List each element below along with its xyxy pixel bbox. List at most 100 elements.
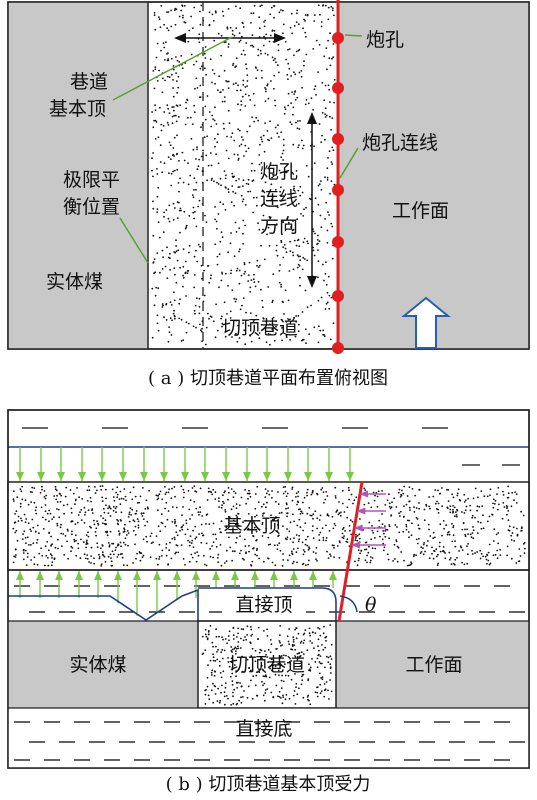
texture-dot	[448, 531, 450, 533]
texture-dot	[496, 549, 499, 552]
texture-dot	[358, 533, 361, 536]
texture-dot	[182, 488, 185, 491]
texture-dot	[432, 557, 435, 560]
texture-dot	[279, 634, 281, 636]
texture-dot	[251, 44, 254, 47]
texture-dot	[280, 9, 282, 11]
texture-dot	[84, 514, 86, 516]
texture-dot	[464, 533, 467, 536]
texture-dot	[263, 682, 266, 685]
force-arrow-head	[290, 571, 298, 580]
texture-dot	[516, 527, 518, 530]
texture-dot	[258, 651, 261, 654]
texture-dot	[311, 658, 313, 660]
texture-dot	[262, 214, 265, 217]
texture-dot	[211, 641, 214, 644]
texture-dot	[278, 136, 280, 138]
texture-dot	[245, 502, 248, 505]
texture-dot	[169, 317, 172, 320]
texture-dot	[165, 319, 168, 321]
texture-dot	[287, 78, 289, 80]
texture-dot	[106, 531, 108, 534]
texture-dot	[267, 648, 270, 651]
texture-dot	[181, 151, 184, 154]
texture-dot	[488, 543, 491, 546]
texture-dot	[306, 306, 309, 309]
texture-dot	[269, 651, 272, 654]
texture-dot	[82, 541, 85, 544]
texture-dot	[393, 543, 396, 546]
force-arrow-head	[304, 472, 312, 481]
texture-dot	[429, 535, 432, 537]
texture-dot	[328, 150, 331, 153]
force-arrow-head	[212, 571, 220, 580]
texture-dot	[41, 488, 43, 491]
texture-dot	[179, 207, 182, 210]
texture-dot	[179, 298, 181, 301]
texture-dot	[214, 336, 217, 339]
texture-dot	[174, 273, 176, 276]
texture-dot	[281, 152, 284, 155]
texture-dot	[231, 680, 234, 682]
texture-dot	[265, 492, 268, 495]
roof-cutting-line	[337, 481, 364, 622]
texture-dot	[285, 507, 287, 510]
texture-dot	[31, 491, 33, 493]
texture-dot	[399, 515, 401, 517]
texture-dot	[288, 530, 291, 533]
texture-dot	[221, 325, 223, 328]
texture-dot	[328, 88, 331, 91]
texture-dot	[154, 294, 157, 297]
texture-dot	[263, 35, 265, 38]
texture-dot	[176, 201, 179, 203]
texture-dot	[295, 551, 298, 554]
texture-dot	[295, 244, 298, 247]
texture-dot	[20, 519, 23, 522]
texture-dot	[187, 490, 190, 492]
texture-dot	[245, 551, 248, 554]
texture-dot	[267, 543, 270, 546]
leader-blast-hole	[344, 34, 363, 37]
texture-dot	[431, 552, 433, 555]
basic-roof-dots	[12, 485, 526, 567]
texture-dot	[268, 676, 271, 679]
texture-dot	[296, 218, 298, 221]
texture-dot	[494, 503, 496, 505]
texture-dot	[257, 626, 260, 629]
texture-dot	[84, 511, 87, 514]
texture-dot	[297, 146, 299, 149]
texture-dot	[212, 653, 214, 656]
texture-dot	[415, 554, 417, 557]
texture-dot	[185, 321, 188, 324]
texture-dot	[203, 554, 205, 557]
texture-dot	[216, 329, 219, 332]
texture-dot	[507, 485, 509, 488]
force-arrow-head	[181, 472, 189, 481]
texture-dot	[285, 251, 288, 254]
texture-dot	[282, 221, 285, 224]
texture-dot	[280, 131, 283, 134]
leader-hole-line	[339, 147, 359, 179]
texture-dot	[173, 299, 176, 302]
texture-dot	[242, 639, 245, 642]
texture-dot	[150, 542, 153, 545]
texture-dot	[120, 497, 123, 500]
texture-dot	[101, 551, 104, 554]
texture-dot	[257, 280, 260, 283]
texture-dot	[523, 547, 526, 550]
texture-dot	[435, 548, 438, 551]
advance-arrow-icon	[401, 296, 451, 349]
texture-dot	[314, 691, 317, 694]
texture-dot	[162, 42, 165, 44]
texture-dot	[356, 539, 359, 542]
texture-dot	[300, 660, 302, 663]
texture-dot	[252, 547, 255, 549]
texture-dot	[321, 527, 324, 529]
texture-dot	[60, 523, 62, 526]
texture-dot	[303, 237, 306, 240]
texture-dot	[301, 563, 304, 566]
texture-dot	[296, 524, 299, 527]
texture-dot	[304, 629, 307, 631]
texture-dot	[245, 67, 248, 70]
texture-dot	[181, 5, 184, 7]
